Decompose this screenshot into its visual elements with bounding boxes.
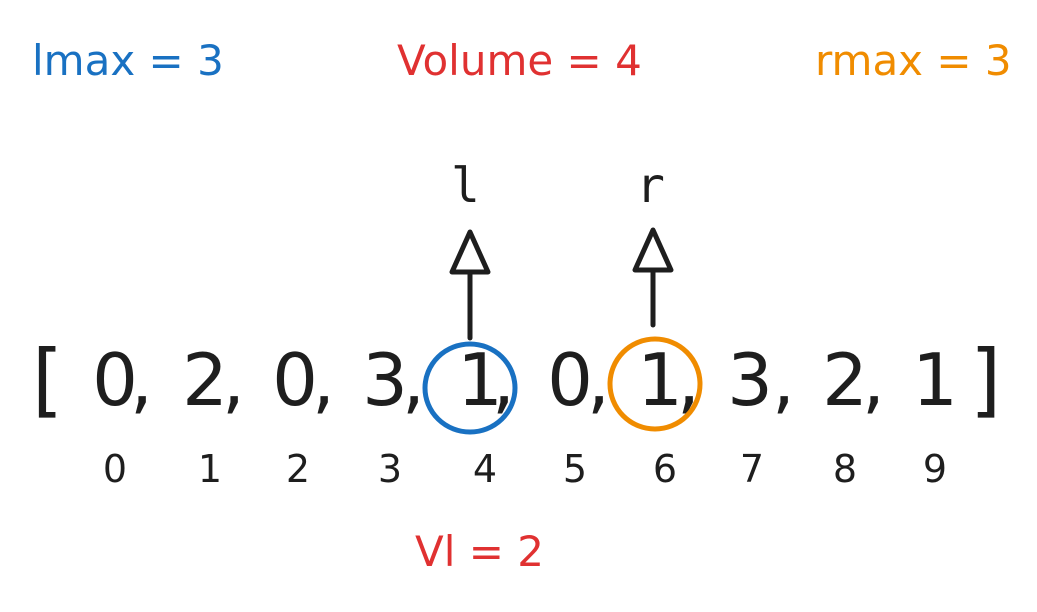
- array-comma: ,: [772, 338, 795, 422]
- vl-label: Vl = 2: [415, 527, 545, 576]
- array-value: 0: [272, 338, 318, 422]
- array-close-bracket: ]: [970, 333, 1002, 426]
- array-comma: ,: [677, 338, 700, 422]
- array-comma: ,: [492, 338, 515, 422]
- array-value: 3: [727, 338, 773, 422]
- array-index: 5: [562, 447, 588, 491]
- array-value: 0: [92, 338, 138, 422]
- array-index: 8: [832, 447, 858, 491]
- rmax-label: rmax = 3: [815, 36, 1012, 85]
- array-comma: ,: [862, 338, 885, 422]
- right-pointer-label: r: [636, 158, 665, 214]
- array-comma: ,: [312, 338, 335, 422]
- array-index: 2: [285, 447, 311, 491]
- array-index: 0: [102, 447, 128, 491]
- array-index: 3: [377, 447, 403, 491]
- array-index: 4: [472, 447, 498, 491]
- array-index: 6: [652, 447, 678, 491]
- array-value: 3: [362, 338, 408, 422]
- array-comma: ,: [402, 338, 425, 422]
- lmax-label: lmax = 3: [32, 36, 224, 85]
- array-index: 9: [922, 447, 948, 491]
- array-open-bracket: [: [32, 333, 64, 426]
- array-comma: ,: [222, 338, 245, 422]
- array-comma: ,: [587, 338, 610, 422]
- array-value: 2: [182, 338, 228, 422]
- array-value: 1: [912, 338, 958, 422]
- right-pointer-arrow: [632, 227, 674, 328]
- array-comma: ,: [130, 338, 153, 422]
- left-pointer-arrow: [449, 229, 491, 341]
- left-pointer-label: l: [451, 158, 480, 214]
- volume-label: Volume = 4: [397, 36, 642, 85]
- array-value: 0: [547, 338, 593, 422]
- array-index: 7: [739, 447, 765, 491]
- array-index: 1: [197, 447, 223, 491]
- array-value: 2: [822, 338, 868, 422]
